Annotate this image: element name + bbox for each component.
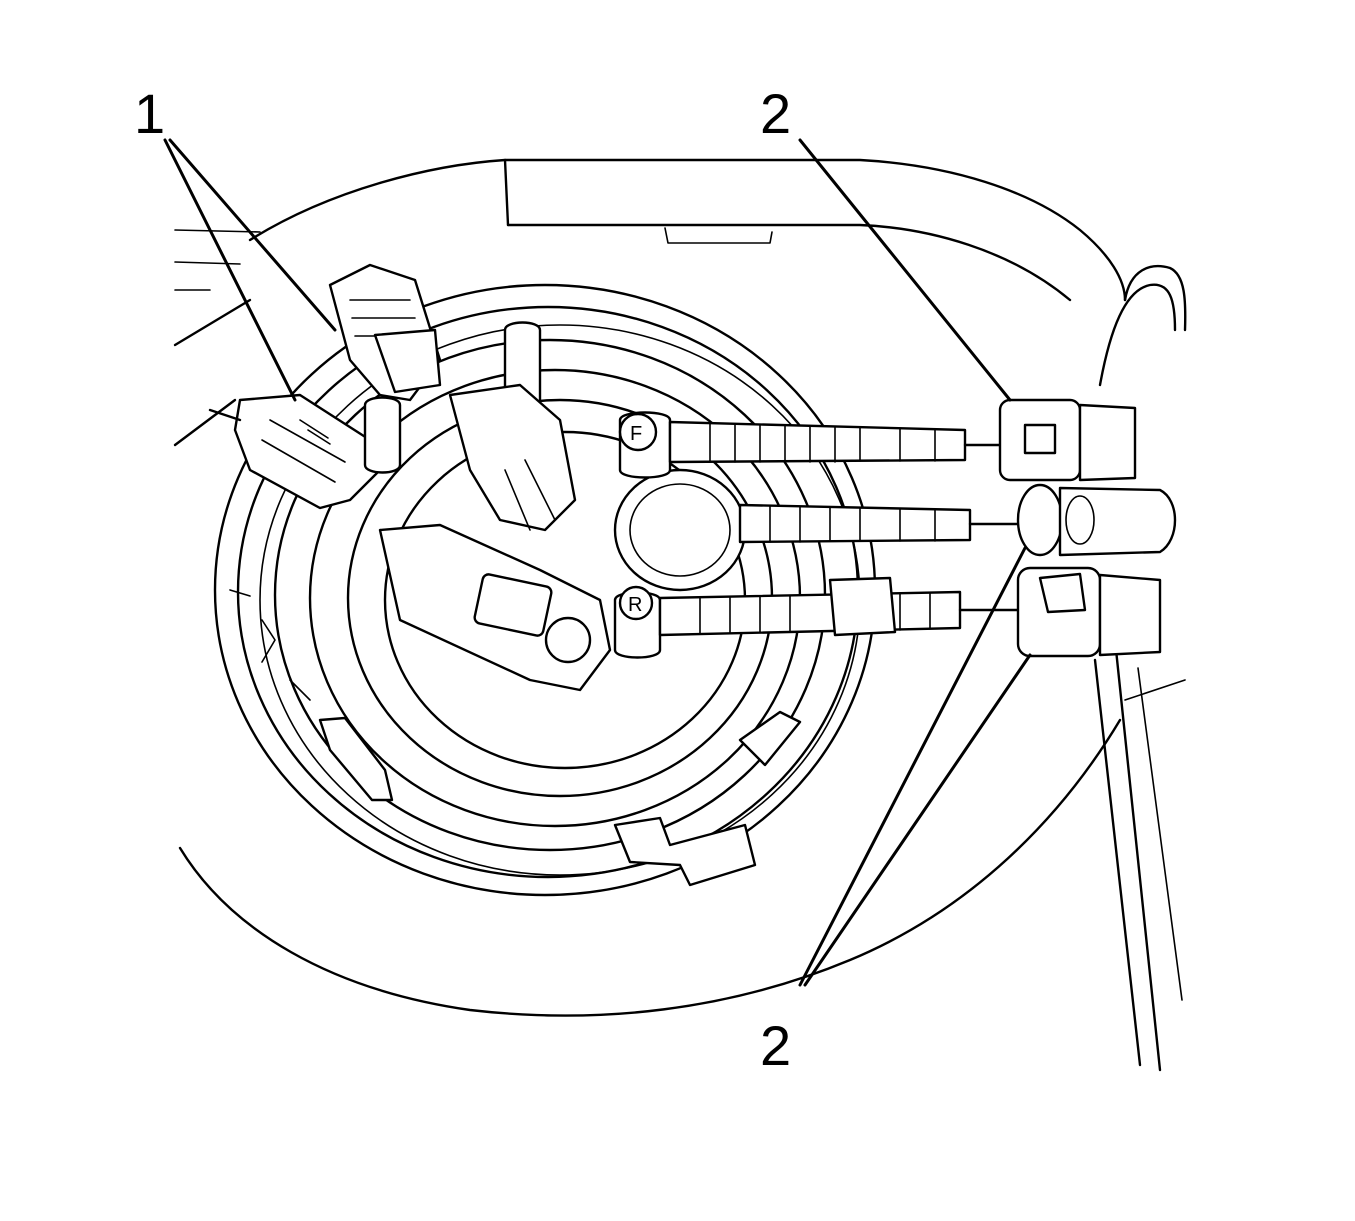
- leader-2-bottom-b: [803, 653, 1032, 987]
- return-port-mark: R: [628, 594, 642, 616]
- fuel-tank-outline: [173, 158, 1127, 1017]
- leader-2-bottom-a: [798, 546, 1027, 987]
- fuel-line-upper: [668, 420, 1002, 464]
- callout-2-bottom: 2: [760, 1014, 792, 1077]
- callout-1: 1: [134, 82, 166, 145]
- callout-2-top: 2: [760, 82, 792, 145]
- electrical-connector-lower: [208, 393, 382, 510]
- leader-1-lower: [163, 138, 297, 402]
- quick-connect-fitting-upper: [998, 398, 1137, 482]
- leader-1-upper: [168, 138, 337, 332]
- electrical-connector-upper: [328, 263, 442, 402]
- lock-ring-tabs: [229, 589, 802, 887]
- feed-port-mark: F: [630, 423, 642, 445]
- quick-connect-fitting-lower: [1016, 566, 1162, 658]
- fuel-line-lower: [658, 576, 1022, 637]
- fuel-line-middle: [738, 503, 1022, 544]
- module-components: F R: [363, 321, 747, 692]
- leader-2-top: [798, 138, 1012, 402]
- quick-connect-fitting-middle: [1016, 483, 1177, 557]
- tank-strap: [1093, 264, 1187, 1072]
- leader-lines: [163, 138, 1032, 987]
